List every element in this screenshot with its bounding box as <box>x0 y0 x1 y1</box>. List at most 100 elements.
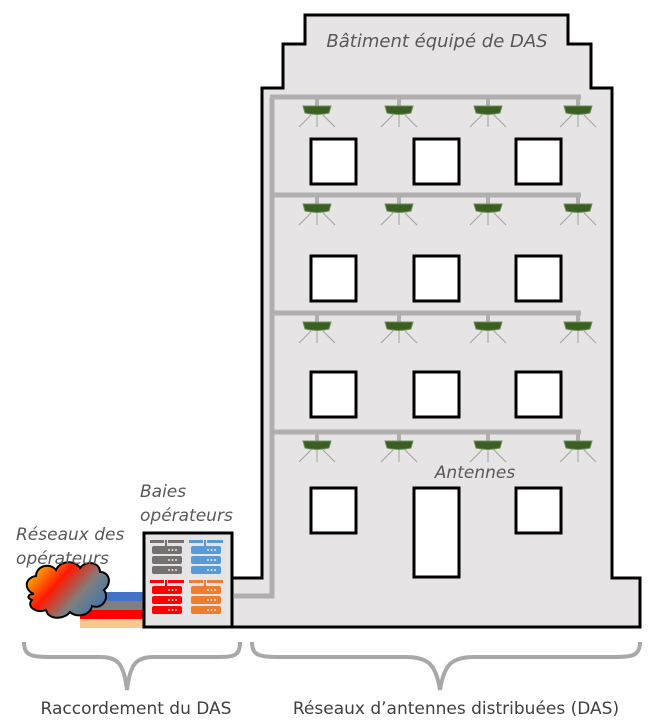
server-led <box>168 609 170 611</box>
server-unit-icon <box>191 556 221 564</box>
window <box>309 254 358 303</box>
server-led <box>214 569 216 571</box>
antenna-signal <box>380 449 394 463</box>
server-led <box>168 549 170 551</box>
server-led <box>171 589 174 591</box>
antenna-signal <box>298 114 312 128</box>
antenna-body <box>384 203 414 213</box>
antennas-label: Antennes <box>434 463 516 483</box>
antenna-body <box>563 321 593 331</box>
server-led <box>210 559 213 561</box>
server-led <box>207 569 209 571</box>
rack-bar <box>150 580 164 583</box>
antenna-signal <box>583 114 597 128</box>
antenna-signal <box>559 330 573 344</box>
antenna-body <box>473 440 503 450</box>
antenna-signal <box>322 212 336 226</box>
floors <box>270 94 597 463</box>
floor-4 <box>270 429 597 463</box>
window <box>412 370 461 419</box>
rack-bar <box>150 540 164 543</box>
rack-bar <box>207 540 223 543</box>
rack-bar <box>168 540 184 543</box>
antenna-signal <box>493 114 507 128</box>
server-unit-icon <box>191 546 221 554</box>
antenna-body <box>302 203 332 213</box>
server-led <box>171 549 174 551</box>
server-led <box>214 599 216 601</box>
antenna-icon <box>469 432 507 463</box>
antenna-signal <box>404 330 418 344</box>
server-led <box>175 599 177 601</box>
antenna-signal <box>298 449 312 463</box>
server-unit-icon <box>152 546 182 554</box>
server-led <box>175 569 177 571</box>
antenna-signal <box>583 449 597 463</box>
rack-group-4 <box>189 580 223 614</box>
server-led <box>210 569 213 571</box>
server-led <box>210 609 213 611</box>
antenna-signal <box>298 212 312 226</box>
antenna-body <box>563 440 593 450</box>
server-led <box>210 599 213 601</box>
antenna-signal <box>493 330 507 344</box>
antenna-icon <box>559 432 597 463</box>
server-unit-icon <box>152 606 182 614</box>
antenna-icon <box>298 97 336 128</box>
racks-label-line1: Baies <box>140 482 186 502</box>
rack-bar <box>165 580 167 586</box>
antenna-signal <box>493 449 507 463</box>
antenna-icon <box>380 313 418 344</box>
rack-bar <box>168 580 184 583</box>
server-unit-icon <box>191 596 221 604</box>
rack-bar <box>189 540 203 543</box>
antenna-body <box>384 321 414 331</box>
server-led <box>171 569 174 571</box>
antenna-icon <box>298 195 336 226</box>
windows <box>309 137 563 535</box>
riser-pipe <box>234 97 275 599</box>
antenna-signal <box>469 114 483 128</box>
antenna-body <box>473 105 503 115</box>
antenna-signal <box>322 449 336 463</box>
window <box>309 137 358 186</box>
server-led <box>168 589 170 591</box>
server-led <box>171 609 174 611</box>
antenna-body <box>302 321 332 331</box>
server-led <box>175 549 177 551</box>
antenna-signal <box>380 114 394 128</box>
antenna-body <box>384 105 414 115</box>
antenna-icon <box>469 195 507 226</box>
connection-label: Raccordement du DAS <box>41 699 232 719</box>
rack-bar <box>204 580 206 586</box>
brace-connection <box>22 641 242 691</box>
antenna-signal <box>493 212 507 226</box>
server-unit-icon <box>152 566 182 574</box>
server-led <box>168 599 170 601</box>
racks-label-line2: opérateurs <box>140 506 233 526</box>
server-led <box>210 589 213 591</box>
antenna-icon <box>380 195 418 226</box>
server-led <box>214 549 216 551</box>
antenna-body <box>302 440 332 450</box>
rack-group-1 <box>150 540 184 574</box>
rack-group-3 <box>150 580 184 614</box>
operators-network-cloud-icon <box>25 561 110 619</box>
antenna-signal <box>380 330 394 344</box>
brace-das <box>250 641 642 691</box>
server-unit-icon <box>191 586 221 594</box>
server-led <box>175 609 177 611</box>
operator-cable <box>80 619 144 628</box>
window <box>514 254 563 303</box>
antenna-icon <box>298 313 336 344</box>
server-led <box>207 549 209 551</box>
building-title: Bâtiment équipé de DAS <box>326 31 547 52</box>
antenna-signal <box>559 212 573 226</box>
antenna-icon <box>559 195 597 226</box>
antenna-signal <box>559 114 573 128</box>
antenna-signal <box>469 449 483 463</box>
antenna-body <box>473 321 503 331</box>
window <box>514 370 563 419</box>
antenna-signal <box>469 330 483 344</box>
server-led <box>207 589 209 591</box>
